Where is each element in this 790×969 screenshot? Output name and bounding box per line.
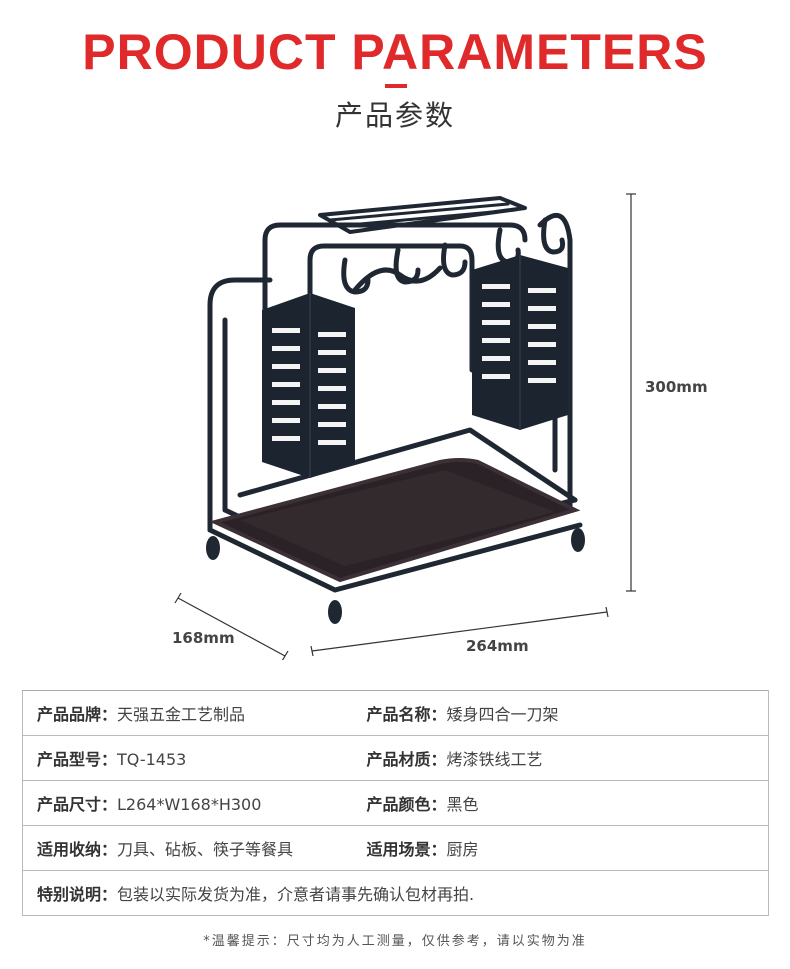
param-key: 产品尺寸： <box>37 795 118 814</box>
footnote: *温馨提示：尺寸均为人工测量，仅供参考，请以实物为准 <box>203 934 587 949</box>
param-note: 特别说明：包装以实际发货为准，介意者请事先确认包材再拍. <box>22 870 769 916</box>
param-key: 特别说明： <box>37 885 118 904</box>
param-key: 适用场景： <box>366 840 447 859</box>
table-row: 适用收纳：刀具、砧板、筷子等餐具 适用场景：厨房 <box>22 825 769 871</box>
param-scene: 适用场景：厨房 <box>352 825 769 871</box>
table-row: 产品尺寸：L264*W168*H300 产品颜色：黑色 <box>22 780 769 826</box>
param-value: 天强五金工艺制品 <box>117 705 246 724</box>
param-value: 黑色 <box>446 795 479 814</box>
title-en: PRODUCT PARAMETERS <box>82 24 708 80</box>
dimension-length-label: 264mm <box>466 637 529 655</box>
param-key: 产品品牌： <box>37 705 118 724</box>
dimension-depth-label: 168mm <box>172 629 235 647</box>
dimension-height-label: 300mm <box>645 378 708 396</box>
param-color: 产品颜色：黑色 <box>352 780 769 826</box>
param-value: TQ-1453 <box>117 750 187 769</box>
product-image <box>174 193 636 660</box>
table-row: 产品型号：TQ-1453 产品材质：烤漆铁线工艺 <box>22 735 769 781</box>
param-size: 产品尺寸：L264*W168*H300 <box>22 780 353 826</box>
param-key: 产品型号： <box>37 750 118 769</box>
param-value: L264*W168*H300 <box>117 795 262 814</box>
param-value: 烤漆铁线工艺 <box>446 750 543 769</box>
param-key: 产品材质： <box>366 750 447 769</box>
param-name: 产品名称：矮身四合一刀架 <box>352 690 769 736</box>
title-cn: 产品参数 <box>334 99 455 132</box>
param-value: 包装以实际发货为准，介意者请事先确认包材再拍. <box>117 885 475 904</box>
param-key: 产品颜色： <box>366 795 447 814</box>
param-key: 产品名称： <box>366 705 447 724</box>
param-key: 适用收纳： <box>37 840 118 859</box>
table-row: 产品品牌：天强五金工艺制品 产品名称：矮身四合一刀架 <box>22 690 769 736</box>
title-accent-bar <box>385 84 407 88</box>
param-value: 刀具、砧板、筷子等餐具 <box>117 840 294 859</box>
table-row: 特别说明：包装以实际发货为准，介意者请事先确认包材再拍. <box>22 870 769 916</box>
param-value: 厨房 <box>446 840 479 859</box>
param-value: 矮身四合一刀架 <box>446 705 559 724</box>
param-storage: 适用收纳：刀具、砧板、筷子等餐具 <box>22 825 353 871</box>
param-material: 产品材质：烤漆铁线工艺 <box>352 735 769 781</box>
parameters-table: 产品品牌：天强五金工艺制品 产品名称：矮身四合一刀架 产品型号：TQ-1453 … <box>22 690 769 916</box>
param-brand: 产品品牌：天强五金工艺制品 <box>22 690 353 736</box>
param-model: 产品型号：TQ-1453 <box>22 735 353 781</box>
